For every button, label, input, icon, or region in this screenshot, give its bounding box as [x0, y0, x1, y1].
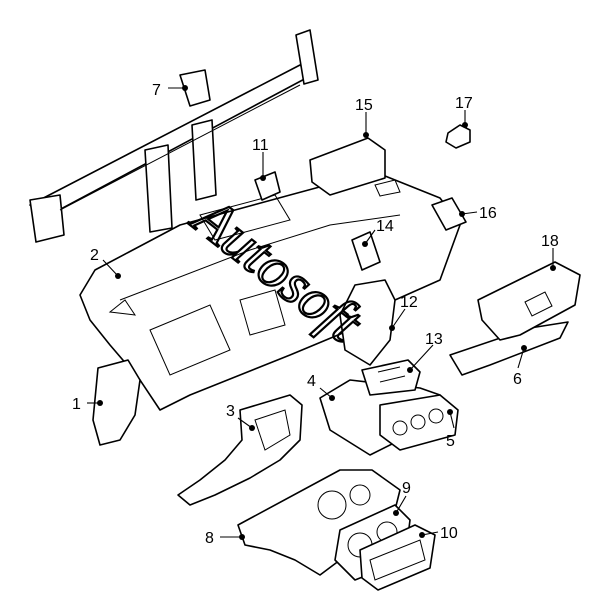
callout-2: 2: [90, 247, 99, 264]
callout-18: 18: [541, 233, 559, 250]
part-17-clip: [445, 124, 471, 149]
part-2-instrument-panel: [79, 171, 461, 411]
leader-lines: [87, 85, 556, 540]
callout-17: 17: [455, 95, 473, 112]
part-10-cluster-lens: [359, 524, 436, 591]
callout-8: 8: [205, 530, 214, 547]
part-7-crosscar-beam: [29, 29, 319, 243]
callout-3: 3: [226, 403, 235, 420]
part-16-side-vent: [431, 197, 467, 231]
callout-5: 5: [446, 433, 455, 450]
callout-4: 4: [307, 373, 316, 390]
part-18-glove-box: [477, 261, 581, 341]
part-14-vent: [351, 231, 381, 271]
callout-10: 10: [440, 525, 458, 542]
callout-1: 1: [72, 396, 81, 413]
part-1-side-trim: [92, 359, 141, 446]
callout-16: 16: [479, 205, 497, 222]
callout-labels: 1 2 3 4 5 6 7 8 9 10 11 12 13 14 15 16 1…: [72, 82, 559, 547]
callout-6: 6: [513, 371, 522, 388]
callout-7: 7: [152, 82, 161, 99]
part-12-center-bracket: [339, 279, 396, 366]
callout-12: 12: [400, 294, 418, 311]
part-15-display-unit: [309, 137, 386, 196]
part-3-trim-bezel: [177, 394, 303, 506]
callout-9: 9: [402, 480, 411, 497]
callout-11: 11: [252, 137, 269, 154]
callout-13: 13: [425, 331, 443, 348]
part-5-climate-control: [379, 394, 459, 451]
part-11-vent-bezel: [254, 171, 281, 201]
callout-15: 15: [355, 97, 373, 114]
part-13-switch-module: [361, 359, 421, 396]
callout-14: 14: [376, 218, 394, 235]
